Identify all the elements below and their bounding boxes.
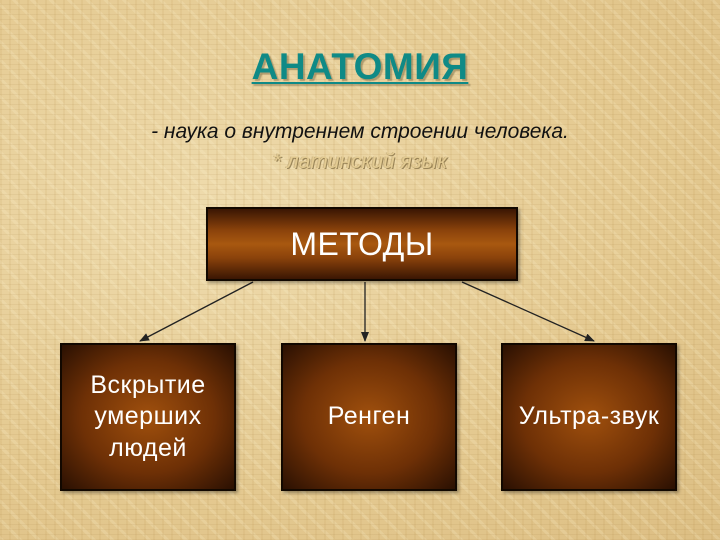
arrow-to-autopsy — [139, 281, 254, 342]
definition-text: - наука о внутреннем строении человека. — [151, 120, 569, 143]
arrow-to-ultrasound — [461, 281, 595, 342]
methods-label: МЕТОДЫ — [290, 225, 434, 262]
method-box-xray: Ренген — [281, 343, 457, 491]
methods-box: МЕТОДЫ — [206, 207, 518, 281]
method-box-ultrasound: Ультра-звук — [501, 343, 677, 491]
latin-note: * латинский язык — [272, 150, 448, 173]
method-label-autopsy: Вскрытие умерших людей — [90, 371, 206, 462]
method-box-autopsy: Вскрытие умерших людей — [60, 343, 236, 491]
method-label-ultrasound: Ультра-звук — [518, 402, 660, 431]
slide-title: АНАТОМИЯ — [251, 46, 469, 87]
method-label-xray: Ренген — [327, 402, 411, 431]
